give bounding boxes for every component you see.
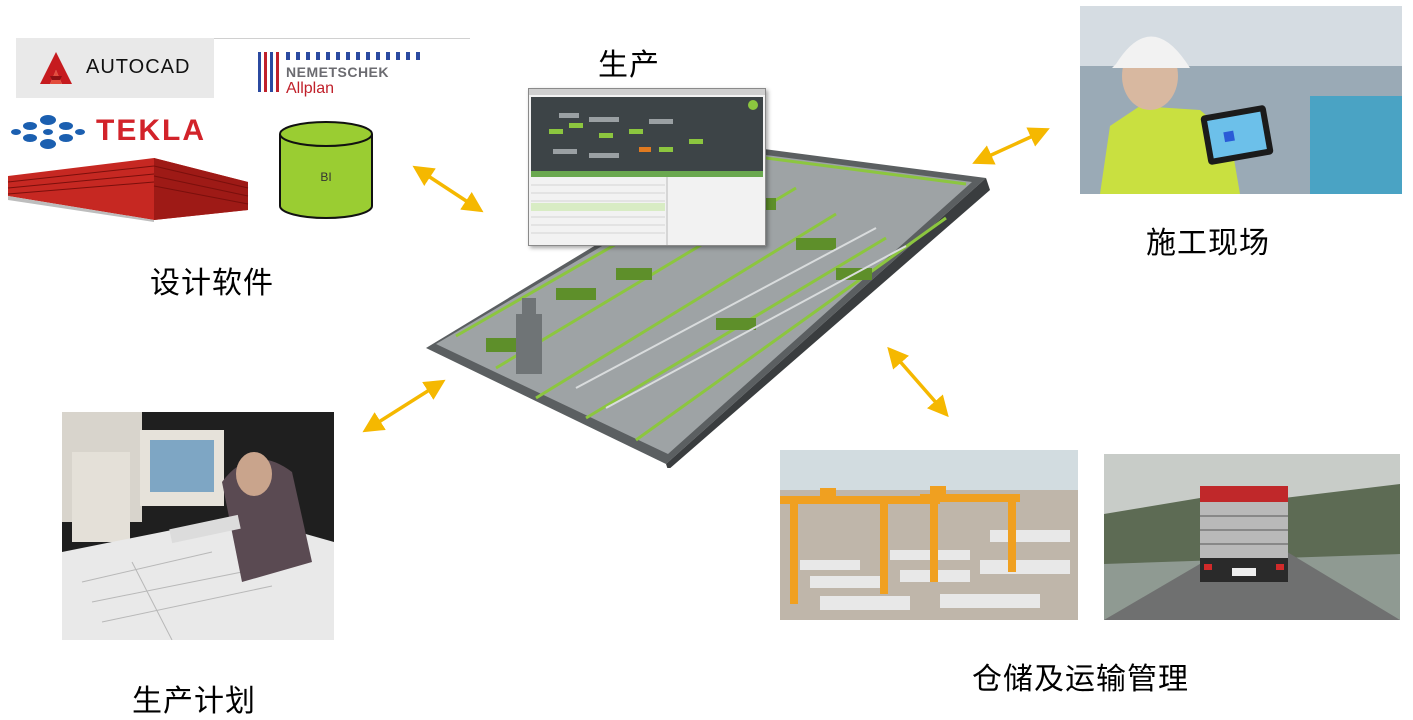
arrow-planning-production <box>362 379 446 433</box>
arrow-production-storage <box>887 346 949 418</box>
label-construction-site: 施工现场 <box>1146 226 1270 261</box>
divider <box>214 38 470 39</box>
database-label: BI <box>320 170 332 184</box>
nemetschek-ticks-icon <box>286 52 420 60</box>
nemetschek-wordmark: NEMETSCHEK <box>286 64 390 80</box>
label-storage-transport: 仓储及运输管理 <box>972 662 1189 697</box>
man-at-computer-image <box>62 412 334 640</box>
nemetschek-allplan-logo: NEMETSCHEK Allplan <box>256 50 466 102</box>
building-model-image <box>7 158 249 222</box>
autocad-logo: AUTOCAD <box>16 38 214 98</box>
gantry-crane-yard-image <box>780 450 1078 620</box>
label-design-software: 设计软件 <box>150 266 274 301</box>
control-screen-image <box>529 89 765 245</box>
nemetschek-bars-icon <box>258 52 279 92</box>
truck-transport-photo <box>1104 454 1400 620</box>
arrow-design-production <box>412 165 484 213</box>
worker-with-tablet-image <box>1080 6 1402 194</box>
tekla-wordmark: TEKLA <box>96 114 206 147</box>
factory-3d-image <box>426 148 990 468</box>
storage-yard-photo <box>780 450 1078 620</box>
autocad-icon <box>40 52 72 84</box>
tekla-logo: TEKLA <box>10 108 228 156</box>
arrow-production-site <box>972 127 1050 165</box>
label-production: 生产 <box>598 48 660 83</box>
truck-on-road-image <box>1104 454 1400 620</box>
tekla-dots-icon <box>11 115 85 149</box>
database-cylinder: BI <box>276 118 376 222</box>
autocad-wordmark: AUTOCAD <box>86 56 191 78</box>
database-icon <box>279 121 373 219</box>
production-planning-photo <box>62 412 334 640</box>
construction-site-photo <box>1080 6 1402 194</box>
allplan-wordmark: Allplan <box>286 80 335 97</box>
production-control-screen <box>528 88 766 246</box>
